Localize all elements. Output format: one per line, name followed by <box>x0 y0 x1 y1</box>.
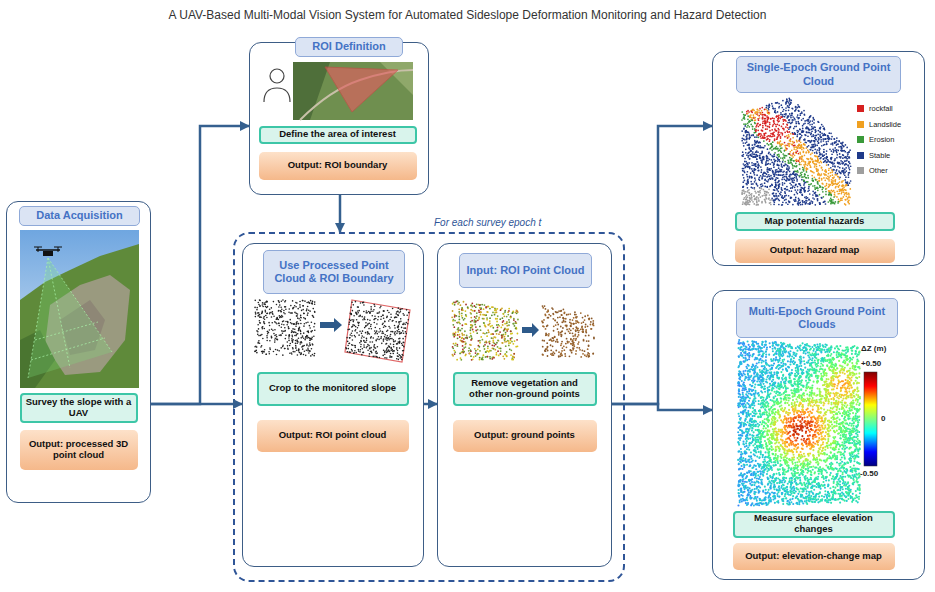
step-box: Remove vegetation and other non-ground p… <box>453 372 597 406</box>
step-box: Define the area of interest <box>259 126 417 144</box>
step-box: Survey the slope with a UAV <box>20 393 138 423</box>
box-text: Output: processed 3D point cloud <box>24 439 134 461</box>
box-text: Measure surface elevation changes <box>739 513 889 535</box>
box-text: Output: ROI boundary <box>288 160 388 171</box>
output-box: Output: ground points <box>453 420 597 452</box>
step-box: Crop to the monitored slope <box>257 372 409 406</box>
box-text: Crop to the monitored slope <box>269 383 396 394</box>
loop-frame: For each survey epoch tUse Processed Poi… <box>233 232 625 582</box>
box-text: Output: ROI point cloud <box>279 430 387 441</box>
step-box: Map potential hazards <box>735 212 895 231</box>
output-box: Output: ROI point cloud <box>257 420 409 452</box>
box-text: Survey the slope with a UAV <box>26 397 132 419</box>
box-text: Define the area of interest <box>279 129 396 140</box>
panel-header: Multi-Epoch Ground Point Clouds <box>736 298 898 338</box>
panel-header: ROI Definition <box>295 37 403 57</box>
output-box: Output: processed 3D point cloud <box>20 430 138 470</box>
panel-header: Data Acquisition <box>19 206 140 226</box>
box-text: Output: ground points <box>474 430 575 441</box>
box-text: Map potential hazards <box>765 216 865 227</box>
box-text: Output: elevation-change map <box>745 551 882 562</box>
output-box: Output: ROI boundary <box>259 152 417 180</box>
panel-header: Use Processed Point Cloud & ROI Boundary <box>263 250 405 294</box>
step-box: Measure surface elevation changes <box>733 511 895 538</box>
stage-panel: Data AcquisitionSurvey the slope with a … <box>6 201 151 503</box>
stage-panel: Use Processed Point Cloud & ROI Boundary… <box>242 243 424 567</box>
output-box: Output: elevation-change map <box>733 543 895 570</box>
stage-panel: Single-Epoch Ground Point CloudMap poten… <box>712 51 925 266</box>
panel-header: Single-Epoch Ground Point Cloud <box>736 56 901 93</box>
stage-panel: ROI DefinitionDefine the area of interes… <box>249 42 429 195</box>
stage-panel: Multi-Epoch Ground Point CloudsMeasure s… <box>712 290 925 580</box>
output-box: Output: hazard map <box>735 239 895 263</box>
stage-panel: Input: ROI Point CloudRemove vegetation … <box>437 243 612 567</box>
panel-header: Input: ROI Point Cloud <box>459 253 592 288</box>
box-text: Remove vegetation and other non-ground p… <box>459 378 591 400</box>
box-text: Output: hazard map <box>770 245 860 256</box>
loop-label: For each survey epoch t <box>434 217 541 228</box>
